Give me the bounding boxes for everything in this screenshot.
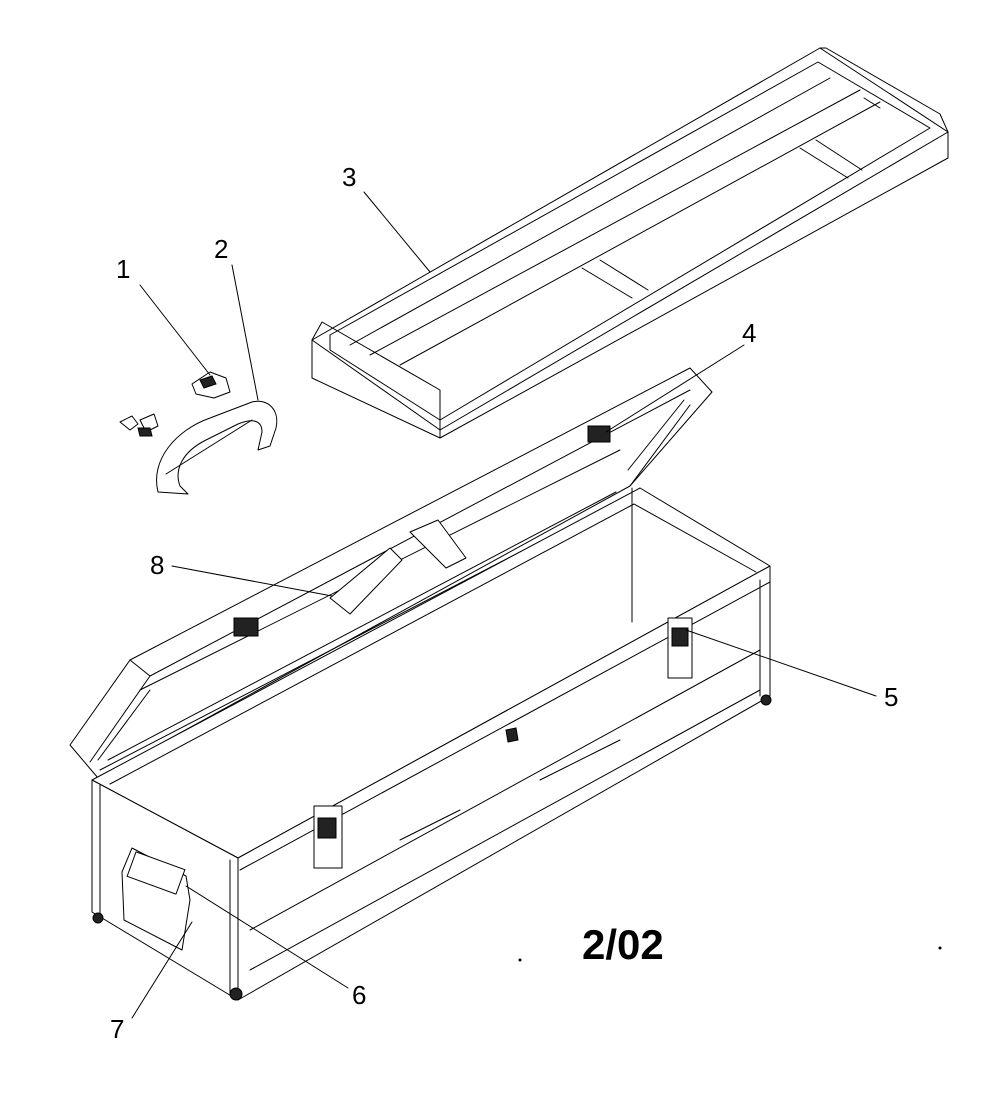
stray-dot <box>518 958 522 962</box>
tray-part <box>311 47 949 439</box>
handle-part <box>156 400 278 495</box>
front-latch-part <box>313 617 693 869</box>
callout-5: 5 <box>884 682 899 712</box>
lid-hasp-part <box>233 425 611 637</box>
leader-lines <box>131 191 877 1019</box>
lid-stay-part <box>329 519 467 615</box>
callout-7: 7 <box>110 1014 125 1044</box>
callout-4: 4 <box>742 318 757 348</box>
callout-6: 6 <box>352 980 367 1010</box>
stray-dot <box>938 946 942 950</box>
bracket-part <box>191 371 231 399</box>
date-label: 2/02 <box>582 921 664 968</box>
callout-8: 8 <box>150 550 165 580</box>
callout-2: 2 <box>214 234 229 264</box>
callout-3: 3 <box>342 162 357 192</box>
callout-1: 1 <box>116 254 131 284</box>
lid-part <box>69 367 713 779</box>
screws-part <box>119 413 159 437</box>
side-handle-part <box>121 847 191 951</box>
